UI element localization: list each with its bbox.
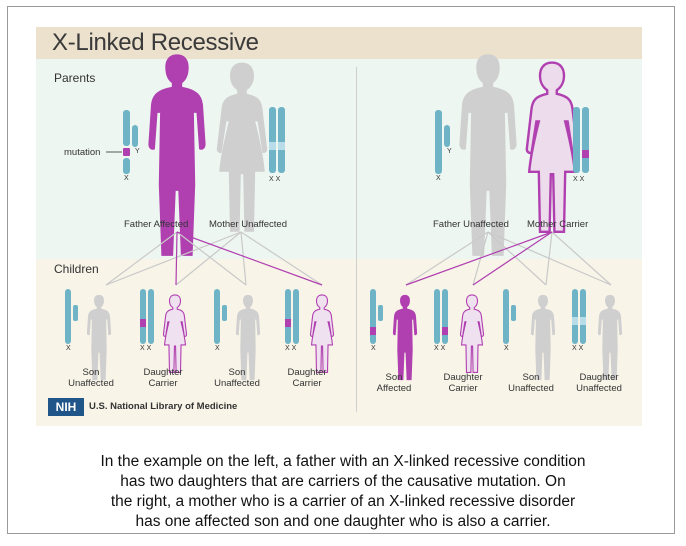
right-connections: [405, 231, 612, 286]
right-father-chromosomes: [435, 110, 450, 174]
left-father-label: Father Affected: [124, 219, 189, 230]
right-child-3: [503, 289, 556, 381]
right-child-2: [434, 289, 485, 374]
lc2-xx: X X: [140, 345, 152, 352]
left-mother-xx: X X: [269, 176, 281, 183]
right-father-label: Father Unaffected: [433, 219, 509, 230]
right-father-x: X: [436, 175, 441, 182]
left-connections: [105, 231, 323, 286]
right-child-4: [572, 289, 623, 381]
children-label: Children: [54, 262, 99, 276]
left-child-4: [285, 289, 335, 374]
caption: In the example on the left, a father wit…: [40, 452, 646, 532]
caption-line: has one affected son and one daughter wh…: [135, 513, 551, 530]
nih-organization: U.S. National Library of Medicine: [89, 401, 238, 412]
title-bar: X-Linked Recessive: [36, 27, 642, 59]
left-child-1: [65, 289, 112, 381]
caption-line: In the example on the left, a father wit…: [100, 453, 586, 470]
right-father-y: Y: [447, 148, 452, 155]
pedigree-graphic: [65, 54, 623, 381]
parents-label: Parents: [54, 71, 96, 85]
left-child-2: [140, 289, 188, 374]
right-mother-xx: X X: [573, 176, 585, 183]
right-mother-chromosomes: [573, 107, 589, 173]
caption-line: has two daughters that are carriers of t…: [120, 473, 566, 490]
nih-logo: NIH: [48, 398, 84, 416]
rc1-x: X: [371, 345, 376, 352]
right-mother-figure: [525, 61, 579, 234]
left-father-y: Y: [135, 148, 140, 155]
right-child-1: [370, 289, 418, 381]
panel-divider: [356, 67, 357, 412]
right-mother-label: Mother Carrier: [527, 219, 589, 230]
lc1-x: X: [66, 345, 71, 352]
caption-line: the right, a mother who is a carrier of …: [110, 493, 576, 510]
left-mother-figure: [216, 62, 268, 232]
left-mother-label: Mother Unaffected: [209, 219, 287, 230]
left-child-3: [214, 289, 261, 381]
inheritance-diagram: X-Linked Recessive: [36, 27, 642, 426]
rc2-xx: X X: [434, 345, 446, 352]
rc3-x: X: [504, 345, 509, 352]
mutation-label: mutation: [64, 147, 101, 158]
left-mother-chromosomes: [269, 107, 285, 173]
left-father-x: X: [124, 175, 129, 182]
left-father-chromosomes: [106, 110, 138, 174]
lc4-xx: X X: [285, 345, 297, 352]
lc3-x: X: [215, 345, 220, 352]
diagram-title: X-Linked Recessive: [52, 29, 259, 56]
rc4-xx: X X: [572, 345, 584, 352]
